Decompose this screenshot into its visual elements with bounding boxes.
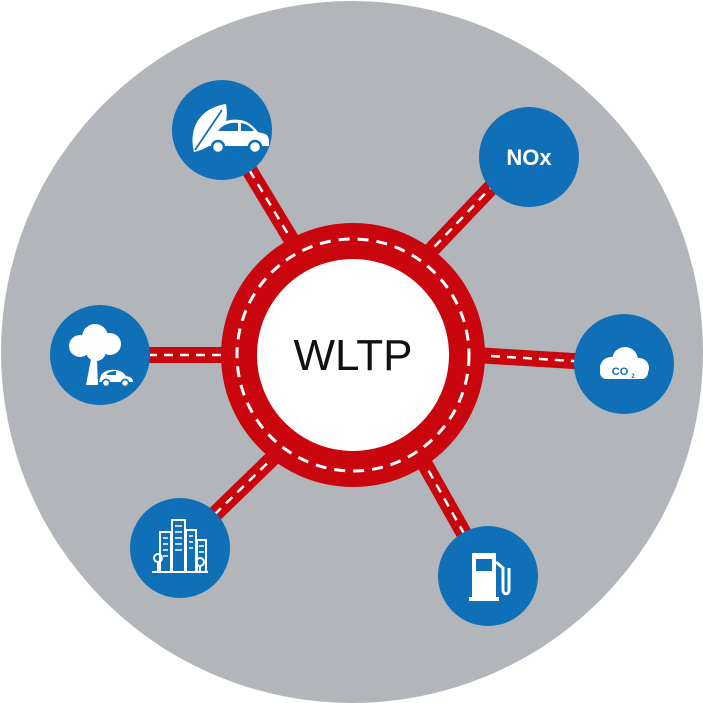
center-disc [257, 259, 449, 451]
node-eco-car [172, 80, 272, 180]
node-tree-car [50, 305, 150, 405]
co2-subscript: 2 [631, 374, 635, 380]
eco-car-leaf-icon [192, 104, 269, 155]
node-co2: CO 2 [574, 314, 674, 414]
co2-cloud-icon: CO 2 [600, 347, 649, 380]
tree-and-car-icon [69, 324, 133, 388]
center-ring: WLTP [221, 223, 485, 487]
co2-label: CO [612, 366, 629, 378]
fuel-pump-icon [469, 553, 511, 601]
node-nox: NOx [479, 107, 579, 207]
node-city [130, 498, 230, 598]
center-label: WLTP [294, 331, 413, 380]
node-fuel [438, 526, 538, 626]
city-buildings-icon [152, 519, 208, 573]
nox-text-icon: NOx [506, 145, 552, 170]
